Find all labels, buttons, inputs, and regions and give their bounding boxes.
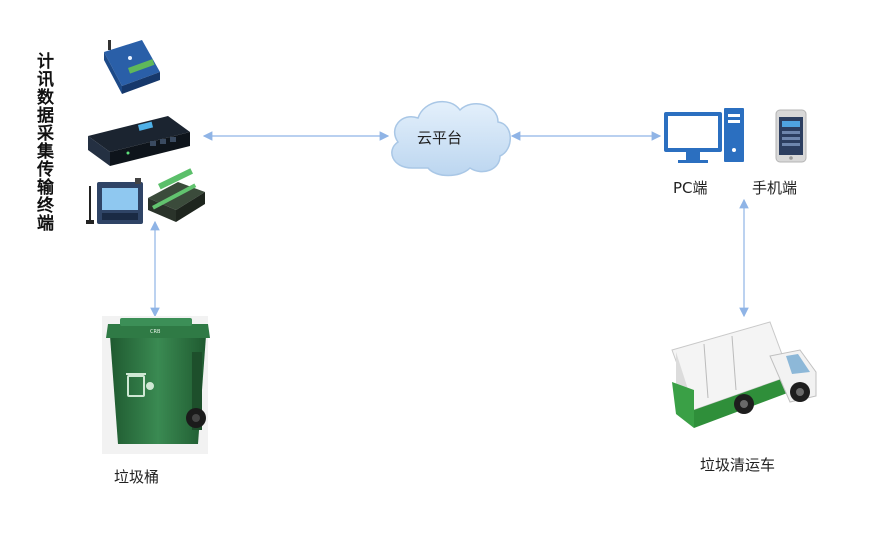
garbage-bin-label: 垃圾桶: [114, 468, 160, 486]
pc-icon: [664, 108, 744, 163]
garbage-bin-icon: CRB: [102, 316, 210, 454]
router-device-icon: [88, 116, 190, 166]
rtu-device-icon: [86, 178, 143, 224]
terminal-title: 计讯数据采集传输终端: [33, 52, 53, 232]
bin-lid-text: CRB: [150, 329, 161, 335]
pc-client-label: PC端: [673, 179, 708, 197]
mobile-phone-icon: [775, 109, 807, 163]
cloud-icon: [391, 100, 511, 177]
io-module-icon: [148, 168, 205, 222]
mobile-client-label: 手机端: [752, 179, 798, 197]
garbage-truck-icon: [671, 321, 817, 428]
cloud-platform-label: 云平台: [417, 129, 463, 147]
garbage-truck-label: 垃圾清运车: [700, 456, 776, 474]
dtu-device-icon: [104, 40, 160, 94]
